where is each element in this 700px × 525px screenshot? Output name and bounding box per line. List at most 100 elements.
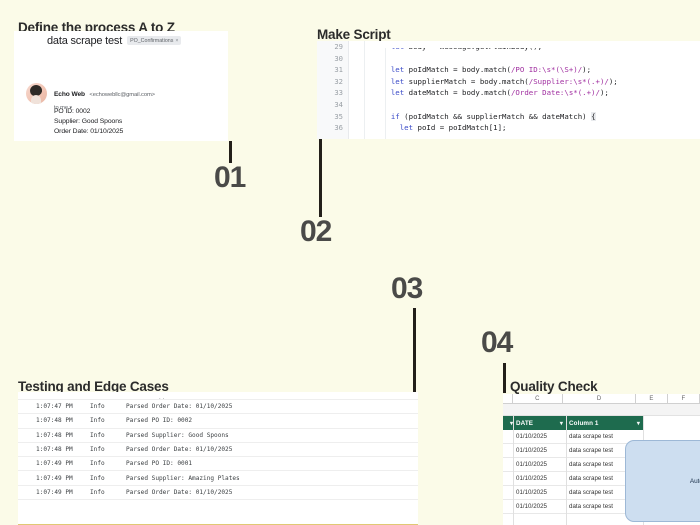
- log-message: Parsed Order Date: 01/10/2025: [126, 403, 233, 411]
- callout-shape[interactable]: Auto: [625, 440, 700, 522]
- chevron-down-icon[interactable]: ▾: [559, 420, 563, 427]
- step-number-02: 02: [300, 215, 332, 248]
- cell-column-1[interactable]: data scrape test: [569, 447, 614, 454]
- code-editor-screenshot[interactable]: 29 let body = message.getPlainBody();303…: [317, 41, 700, 139]
- column-header-f[interactable]: F: [668, 394, 700, 403]
- filter-header-date[interactable]: DATE▾: [513, 416, 566, 430]
- cell-column-1[interactable]: data scrape test: [569, 475, 614, 482]
- email-sender-address: <echowebllc@gmail.com>: [89, 92, 155, 98]
- cell-column-1[interactable]: data scrape test: [569, 433, 614, 440]
- step-connector-line-03: [413, 308, 416, 394]
- log-timestamp: 1:07:49 PM: [36, 474, 73, 482]
- cell-date[interactable]: 01/10/2025: [516, 475, 547, 482]
- log-level: Info: [90, 431, 105, 439]
- log-level: Info: [90, 403, 105, 411]
- log-message: Parsed Supplier: Amazing Plates: [126, 474, 240, 482]
- log-level: Info: [90, 460, 105, 468]
- step-number-04: 04: [481, 326, 513, 359]
- code-line-text: let supplierMatch = body.match(/Supplier…: [390, 76, 618, 86]
- section-title-make-script: Make Script: [317, 27, 391, 42]
- step-number-01: 01: [214, 161, 246, 194]
- grid-line: [566, 416, 567, 525]
- table-row[interactable]: 01/10/2025 data scrape test: [503, 444, 700, 458]
- log-timestamp: 1:07:48 PM: [36, 446, 73, 454]
- chevron-down-icon[interactable]: ▾: [510, 420, 514, 427]
- email-recipient[interactable]: to me ▾: [54, 105, 155, 111]
- email-label-chip[interactable]: PO_Confirmations×: [127, 36, 182, 45]
- log-message: Parsed Order Date: 01/10/2025: [126, 446, 233, 454]
- code-gutter: [317, 41, 349, 139]
- filter-header-label: DATE: [516, 419, 534, 427]
- column-header-d[interactable]: D: [563, 394, 637, 403]
- log-top-clip: [18, 392, 418, 398]
- code-line-number: 31: [334, 65, 343, 75]
- column-header-c[interactable]: C: [513, 394, 563, 403]
- code-line-text: let dateMatch = body.match(/Order Date:\…: [390, 88, 609, 98]
- step-number-03: 03: [391, 272, 423, 305]
- email-screenshot-card[interactable]: data scrape test PO_Confirmations× Echo …: [14, 31, 228, 141]
- table-row[interactable]: 1:07:47 PM Info Parsed Order Date: 01/10/2…: [18, 400, 418, 415]
- callout-label: Auto: [689, 477, 700, 485]
- table-row[interactable]: 1:07:49 PM Info Parsed PO ID: 0001: [18, 457, 418, 472]
- email-subject-row: data scrape test PO_Confirmations×: [14, 31, 228, 50]
- log-level: Info: [90, 446, 105, 454]
- email-body-line: Supplier: Good Spoons: [54, 118, 123, 126]
- section-title-testing-edge-cases: Testing and Edge Cases: [18, 379, 169, 394]
- email-label-chip-text: PO_Confirmations: [130, 37, 174, 44]
- code-line-number: 34: [334, 99, 343, 109]
- column-header-e[interactable]: E: [636, 394, 668, 403]
- code-line[interactable]: 33 let dateMatch = body.match(/Order Dat…: [317, 87, 700, 99]
- cell-column-1[interactable]: data scrape test: [569, 503, 614, 510]
- code-line[interactable]: 30: [317, 53, 700, 65]
- log-message: Parsed PO ID: 0001: [126, 460, 193, 468]
- email-body-line: Order Date: 01/10/2025: [54, 128, 124, 136]
- cell-date[interactable]: 01/10/2025: [516, 503, 547, 510]
- filter-header-column-1[interactable]: Column 1▾: [566, 416, 643, 430]
- close-icon[interactable]: ×: [175, 37, 179, 44]
- table-row[interactable]: 01/10/2025 data scrape test: [503, 472, 700, 486]
- code-line-number: 29: [334, 42, 343, 51]
- table-row[interactable]: 01/10/2025 data scrape test: [503, 486, 700, 500]
- chevron-down-icon[interactable]: ▾: [69, 104, 73, 111]
- code-line[interactable]: 35 if (poIdMatch && supplierMatch && dat…: [317, 111, 700, 123]
- email-sender-name: Echo Web: [54, 91, 85, 98]
- section-title-quality-check: Quality Check: [510, 379, 598, 394]
- code-lines[interactable]: 29 let body = message.getPlainBody();303…: [317, 41, 700, 134]
- spreadsheet-filter-header-row[interactable]: ▾DATE▾Column 1▾: [503, 416, 643, 430]
- code-line[interactable]: 32 let supplierMatch = body.match(/Suppl…: [317, 76, 700, 88]
- code-line-number: 35: [334, 111, 343, 121]
- table-row[interactable]: 01/10/2025 data scrape test: [503, 430, 700, 444]
- cell-date[interactable]: 01/10/2025: [516, 461, 547, 468]
- code-line[interactable]: 31 let poIdMatch = body.match(/PO ID:\s*…: [317, 64, 700, 76]
- code-top-clip: [365, 41, 700, 48]
- row-number-corner: [503, 394, 513, 403]
- log-level: Info: [90, 417, 105, 425]
- log-timestamp: 1:07:48 PM: [36, 431, 73, 439]
- cell-column-1[interactable]: data scrape test: [569, 461, 614, 468]
- code-fold-column[interactable]: [349, 41, 365, 139]
- log-message: Parsed Order Date: 01/10/2025: [126, 488, 233, 496]
- chevron-down-icon[interactable]: ▾: [636, 420, 640, 427]
- step-connector-line-01: [229, 141, 232, 163]
- code-line[interactable]: 34: [317, 99, 700, 111]
- table-row[interactable]: 01/10/2025 data scrape test: [503, 500, 700, 514]
- email-body-line: PO ID: 0002: [54, 108, 91, 115]
- table-row[interactable]: 01/10/2025 data scrape test: [503, 458, 700, 472]
- cell-column-1[interactable]: data scrape test: [569, 489, 614, 496]
- filter-header-rownum[interactable]: ▾: [503, 416, 513, 430]
- log-timestamp: 1:07:47 PM: [36, 403, 73, 411]
- log-timestamp: 1:07:49 PM: [36, 460, 73, 468]
- code-line[interactable]: 36 let poId = poIdMatch[1];: [317, 122, 700, 134]
- table-row[interactable]: 1:07:48 PM Info Parsed Order Date: 01/10/2…: [18, 443, 418, 458]
- cell-date[interactable]: 01/10/2025: [516, 489, 547, 496]
- cell-date[interactable]: 01/10/2025: [516, 447, 547, 454]
- cell-date[interactable]: 01/10/2025: [516, 433, 547, 440]
